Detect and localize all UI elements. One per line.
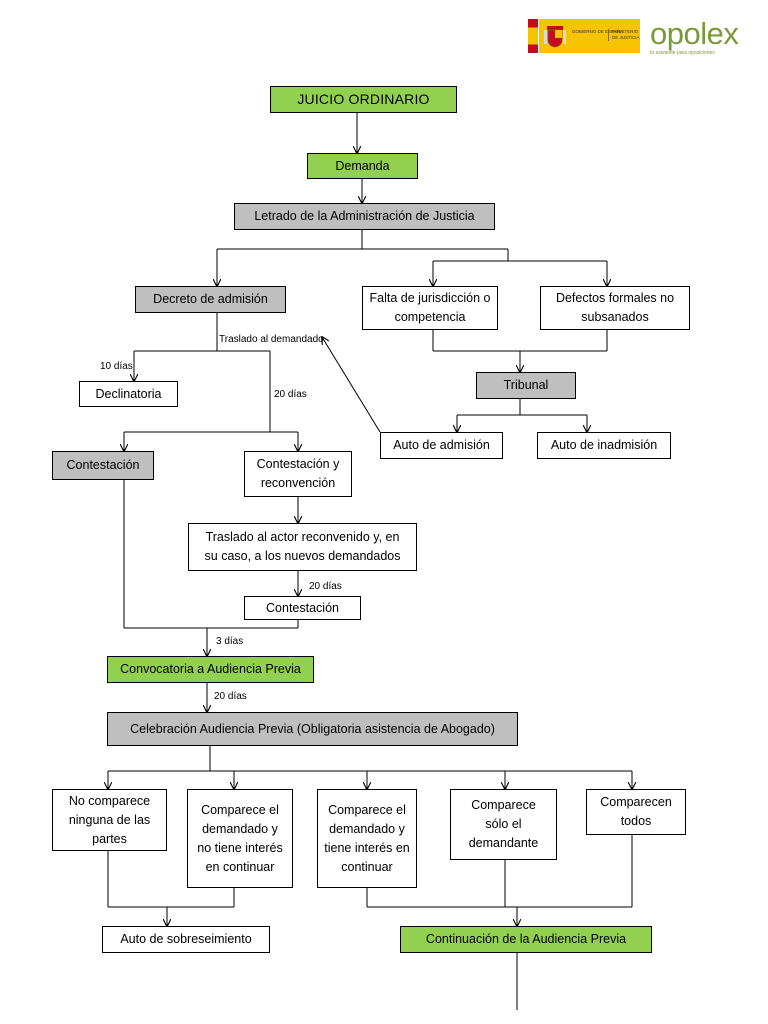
node-demanda: Demanda — [307, 153, 418, 179]
node-falta-jurisdiccion: Falta de jurisdicción o competencia — [362, 286, 498, 330]
gobierno-logo: GOBIERNO DE ESPAÑA MINISTERIO DE JUSTICI… — [528, 19, 640, 53]
coat-of-arms-icon — [544, 26, 566, 48]
node-juicio-ordinario: JUICIO ORDINARIO — [270, 86, 457, 113]
label-traslado-demandado: Traslado al demandado — [219, 334, 324, 345]
node-auto-sobreseimiento: Auto de sobreseimiento — [102, 926, 270, 953]
node-decreto-admision: Decreto de admisión — [135, 286, 286, 313]
node-comparecen-todos: Comparecen todos — [586, 789, 686, 835]
label-10-dias: 10 días — [100, 361, 133, 372]
label-3-dias: 3 días — [216, 636, 244, 647]
connector-auto-admision-to-traslado — [322, 337, 381, 433]
node-auto-admision: Auto de admisión — [380, 432, 503, 459]
node-contestacion-reconvencion: Contestación y reconvención — [244, 451, 352, 497]
node-auto-inadmision: Auto de inadmisión — [537, 432, 671, 459]
node-comparece-solo-demandante: Comparece sólo el demandante — [450, 789, 557, 860]
node-letrado: Letrado de la Administración de Justicia — [234, 203, 495, 230]
node-no-comparece: No comparece ninguna de las partes — [52, 789, 167, 851]
node-declinatoria: Declinatoria — [79, 381, 178, 407]
opolex-tagline: tu asistente para oposiciones — [650, 50, 715, 56]
label-20-dias-contestacion: 20 días — [274, 389, 307, 400]
node-continuacion: Continuación de la Audiencia Previa — [400, 926, 652, 953]
opolex-logo: opolex — [650, 16, 739, 51]
node-tribunal: Tribunal — [476, 372, 576, 399]
label-20-dias-audiencia: 20 días — [214, 691, 247, 702]
node-traslado-actor: Traslado al actor reconvenido y, en su c… — [188, 523, 417, 571]
node-comparece-demandado-sin-interes: Comparece el demandado y no tiene interé… — [187, 789, 293, 888]
node-defectos-formales: Defectos formales no subsanados — [540, 286, 690, 330]
node-contestacion-2: Contestación — [244, 596, 361, 620]
node-convocatoria: Convocatoria a Audiencia Previa — [107, 656, 314, 683]
node-comparece-demandado-con-interes: Comparece el demandado y tiene interés e… — [317, 789, 417, 888]
ministerio-text: MINISTERIO DE JUSTICIA — [608, 29, 640, 41]
node-contestacion: Contestación — [52, 451, 154, 480]
node-celebracion: Celebración Audiencia Previa (Obligatori… — [107, 712, 518, 746]
gobierno-text: GOBIERNO DE ESPAÑA — [572, 29, 623, 34]
label-20-dias-traslado: 20 días — [309, 581, 342, 592]
spain-flag-icon — [528, 19, 539, 53]
